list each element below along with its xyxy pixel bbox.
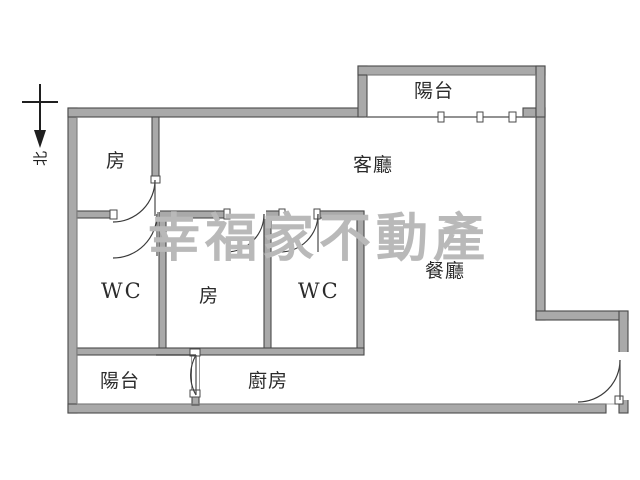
- north-arrow-indicator: 北: [18, 82, 62, 172]
- room-label-wc-left: WC: [101, 279, 143, 303]
- room-label-balcony-bottom: 陽台: [100, 370, 141, 392]
- balcony-glazing: [367, 111, 536, 123]
- watermark-text: 幸福家不動產: [148, 209, 491, 269]
- room-label-bedroom-top: 房: [106, 150, 127, 172]
- room-label-bedroom-mid: 房: [199, 285, 220, 307]
- north-arrow-icon: [22, 84, 58, 148]
- room-label-wc-right: WC: [298, 279, 340, 303]
- room-label-living-room: 客廳: [353, 154, 394, 176]
- room-label-dining-room: 餐廳: [425, 260, 466, 282]
- room-label-kitchen: 廚房: [248, 370, 289, 392]
- room-label-balcony-top: 陽台: [414, 80, 455, 102]
- door-swings: [112, 179, 621, 403]
- wall-inner-lines: [76, 74, 619, 405]
- door-leaves: [154, 180, 621, 400]
